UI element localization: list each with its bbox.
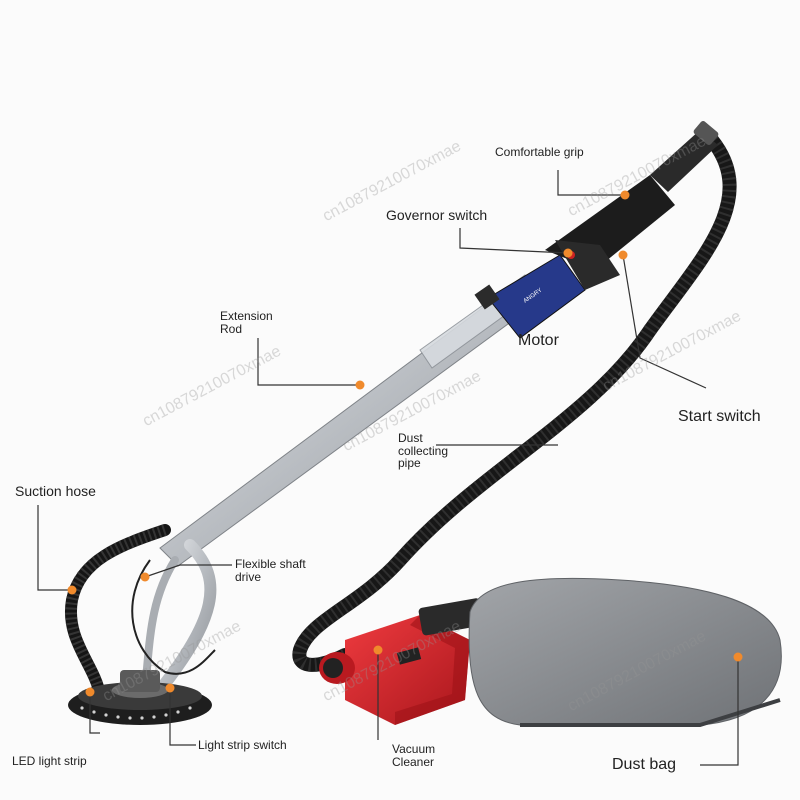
label-start-switch: Start switch bbox=[678, 408, 761, 425]
label-dust-bag: Dust bag bbox=[612, 756, 677, 773]
led-strip bbox=[80, 706, 192, 720]
leader-lines bbox=[37, 170, 739, 766]
label-extension-rod: Extension Rod bbox=[220, 309, 273, 336]
callout-markers bbox=[67, 190, 743, 697]
label-flexible-shaft-drive: Flexible shaft drive bbox=[235, 557, 306, 584]
suction-hose bbox=[64, 524, 171, 701]
dust-collecting-hose bbox=[292, 133, 737, 672]
label-dust-collecting-pipe: Dust collecting pipe bbox=[398, 431, 449, 471]
label-suction-hose: Suction hose bbox=[15, 483, 96, 499]
label-comfortable-grip: Comfortable grip bbox=[495, 145, 584, 159]
label-motor: Motor bbox=[518, 332, 559, 349]
label-led-light-strip: LED light strip bbox=[12, 754, 87, 768]
label-governor-switch: Governor switch bbox=[386, 207, 488, 223]
vacuum-unit bbox=[319, 598, 484, 725]
label-light-strip-switch: Light strip switch bbox=[198, 738, 287, 752]
label-vacuum-cleaner: Vacuum Cleaner bbox=[392, 742, 436, 769]
dust-bag-body bbox=[468, 577, 782, 726]
